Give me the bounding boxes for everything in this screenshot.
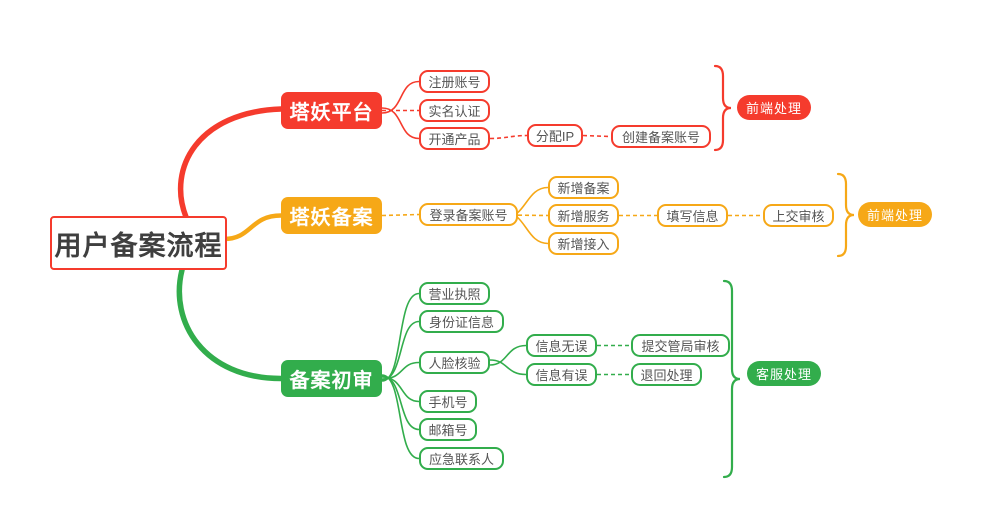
platform-to-openproduct-curve — [381, 107, 420, 140]
root-to-beian-curve — [221, 213, 284, 242]
node-submit-bureau-review[interactable]: 提交管局审核 — [631, 334, 730, 357]
branch-beian[interactable]: 塔妖备案 — [281, 197, 382, 234]
review-brace — [722, 279, 741, 479]
node-realname-auth[interactable]: 实名认证 — [419, 99, 490, 122]
node-assign-ip[interactable]: 分配IP — [527, 124, 583, 147]
node-info-wrong[interactable]: 信息有误 — [526, 363, 597, 386]
node-emergency-contact[interactable]: 应急联系人 — [419, 447, 504, 470]
root-to-review-curve — [176, 267, 284, 382]
node-phone[interactable]: 手机号 — [419, 390, 477, 413]
node-face-check[interactable]: 人脸核验 — [419, 351, 490, 374]
badge-platform-frontend[interactable]: 前端处理 — [737, 95, 811, 120]
node-return-handle[interactable]: 退回处理 — [631, 363, 702, 386]
node-new-service[interactable]: 新增服务 — [548, 204, 619, 227]
platform-brace — [713, 64, 732, 152]
node-login-beian-account[interactable]: 登录备案账号 — [419, 203, 518, 226]
node-fill-info[interactable]: 填写信息 — [657, 204, 728, 227]
node-open-product[interactable]: 开通产品 — [419, 127, 490, 150]
badge-review-service[interactable]: 客服处理 — [747, 361, 821, 386]
node-new-record[interactable]: 新增备案 — [548, 176, 619, 199]
assignip-to-createaccount-line — [582, 134, 612, 138]
review-to-phone-curve — [381, 376, 420, 403]
node-new-access[interactable]: 新增接入 — [548, 232, 619, 255]
node-id-info[interactable]: 身份证信息 — [419, 310, 504, 333]
facecheck-to-infook-curve — [489, 344, 527, 366]
badge-beian-frontend[interactable]: 前端处理 — [858, 202, 932, 227]
platform-to-register-curve — [381, 80, 420, 114]
review-to-license-curve — [381, 292, 420, 382]
node-register-account[interactable]: 注册账号 — [419, 70, 490, 93]
openproduct-to-assignip-line — [489, 134, 528, 140]
root-node[interactable]: 用户备案流程 — [50, 216, 227, 270]
beian-brace — [836, 172, 855, 258]
node-submit-review[interactable]: 上交审核 — [763, 204, 834, 227]
node-info-ok[interactable]: 信息无误 — [526, 334, 597, 357]
node-business-license[interactable]: 营业执照 — [419, 282, 490, 305]
facecheck-to-infowrong-curve — [489, 359, 527, 376]
review-to-facecheck-curve — [381, 361, 420, 380]
node-create-beian-account[interactable]: 创建备案账号 — [611, 125, 711, 148]
beian-to-login-line — [381, 213, 420, 217]
branch-review[interactable]: 备案初审 — [281, 360, 382, 397]
node-email[interactable]: 邮箱号 — [419, 418, 477, 441]
review-to-emergency-curve — [381, 374, 420, 460]
root-to-platform-curve — [177, 106, 284, 220]
branch-platform[interactable]: 塔妖平台 — [281, 92, 382, 129]
